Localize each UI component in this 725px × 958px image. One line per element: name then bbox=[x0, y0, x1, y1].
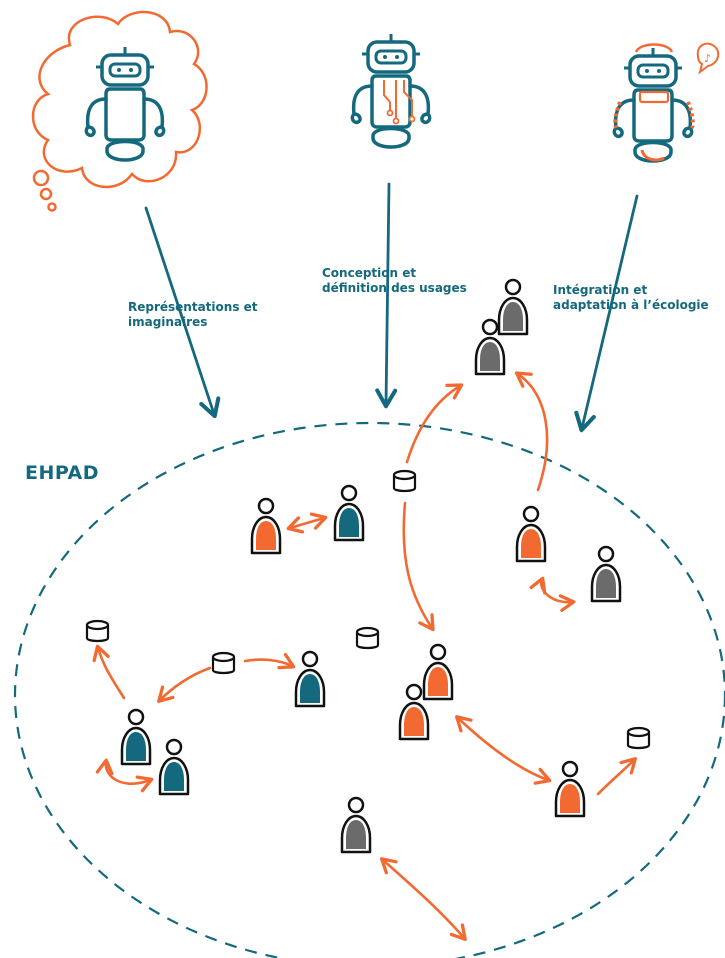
cylinder-device-icon bbox=[211, 651, 236, 675]
label-conception-line2: définition des usages bbox=[322, 281, 467, 295]
label-conception: Conception et définition des usages bbox=[322, 266, 467, 296]
robot-circuit-icon bbox=[350, 32, 432, 149]
cylinder-device-icon bbox=[85, 619, 110, 643]
person-icon bbox=[422, 643, 454, 701]
person-icon bbox=[333, 484, 365, 542]
interaction-arrow bbox=[380, 857, 467, 942]
label-representations: Représentations et imaginaires bbox=[128, 300, 258, 330]
person-icon bbox=[515, 505, 547, 563]
interaction-arrow bbox=[529, 576, 576, 612]
arrow-conception bbox=[375, 182, 398, 409]
interaction-arrow bbox=[286, 512, 328, 534]
interaction-arrow bbox=[405, 383, 464, 464]
ehpad-title: EHPAD bbox=[25, 462, 100, 484]
interaction-arrow bbox=[455, 715, 552, 785]
person-icon bbox=[294, 650, 326, 708]
interaction-arrow bbox=[596, 757, 637, 796]
arrow-integration bbox=[574, 194, 639, 433]
interaction-arrow bbox=[157, 666, 212, 703]
svg-text:♪: ♪ bbox=[704, 52, 711, 65]
robot-thought-bubble-icon bbox=[31, 10, 208, 212]
label-conception-line1: Conception et bbox=[322, 266, 417, 280]
arrow-representations bbox=[144, 206, 221, 419]
person-icon bbox=[250, 497, 282, 555]
interaction-arrow bbox=[402, 501, 435, 632]
cylinder-device-icon bbox=[355, 626, 380, 650]
ehpad-boundary bbox=[14, 421, 725, 958]
label-integration-line2: adaptation à l’écologie bbox=[553, 298, 709, 312]
cylinder-device-icon bbox=[392, 469, 417, 493]
person-icon bbox=[497, 278, 529, 336]
label-representations-line1: Représentations et bbox=[128, 300, 258, 314]
interaction-arrow bbox=[95, 758, 154, 793]
person-icon bbox=[340, 796, 372, 854]
cylinder-device-icon bbox=[626, 726, 651, 750]
label-integration: Intégration et adaptation à l’écologie bbox=[553, 283, 709, 313]
label-integration-line1: Intégration et bbox=[553, 283, 648, 297]
person-icon bbox=[554, 760, 586, 818]
label-representations-line2: imaginaires bbox=[128, 315, 208, 329]
interaction-arrow bbox=[514, 371, 549, 492]
person-icon bbox=[120, 708, 152, 766]
robot-music-icon: ♪ bbox=[612, 42, 720, 163]
person-icon bbox=[590, 545, 622, 603]
interaction-arrow bbox=[243, 652, 296, 670]
interaction-arrow bbox=[92, 644, 126, 700]
person-icon bbox=[158, 738, 190, 796]
